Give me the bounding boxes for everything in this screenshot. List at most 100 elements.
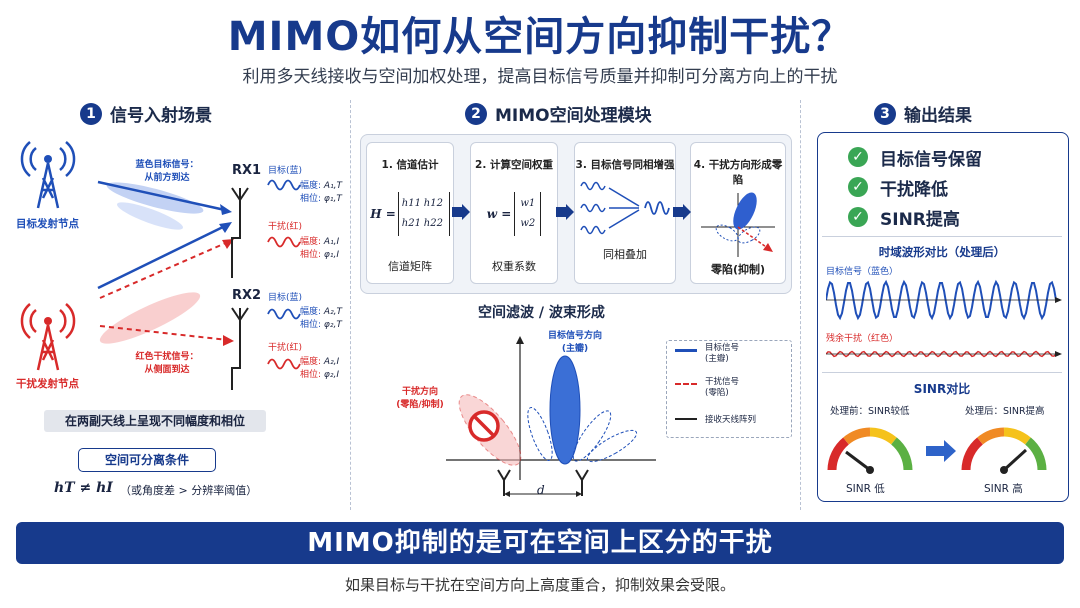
checklist: ✓目标信号保留 ✓ 干扰降低 ✓ SINR提高 xyxy=(848,142,982,232)
rx2-antenna-icon xyxy=(231,307,249,390)
check-label: SINR提高 xyxy=(880,209,960,230)
main-lobe xyxy=(549,355,581,465)
null-pattern-graphic xyxy=(701,192,775,257)
section-2-header: 2 MIMO空间处理模块 xyxy=(465,101,652,126)
main-lobe-line1: 目标信号方向 xyxy=(547,331,602,341)
step-footer: 信道矩阵 xyxy=(388,260,432,273)
phase-label: 相位: xyxy=(300,320,322,330)
beam-legend: 目标信号 (主瓣) 干扰信号 (零陷) 接收天线阵列 xyxy=(666,340,792,438)
legend-interf: 干扰信号 (零陷) xyxy=(705,377,739,399)
block-icon xyxy=(468,410,500,442)
check-label: 目标信号保留 xyxy=(880,149,982,170)
rx2-target-wave xyxy=(267,308,301,320)
rx1-interf-tag: 干扰(红) xyxy=(268,222,303,232)
step-footer: 同相叠加 xyxy=(603,248,647,261)
sinr-compare-title: SINR对比 xyxy=(913,382,971,396)
flow-arrow-icon xyxy=(452,204,470,220)
step-title: 2. 计算空间权重 xyxy=(475,159,553,171)
check-icon: ✓ xyxy=(848,177,868,197)
target-signal-caption: 蓝色目标信号： 从前方到达 xyxy=(112,157,222,183)
param-value: φ₂,I xyxy=(323,370,339,380)
matrix-cell: h21 xyxy=(401,218,421,229)
rx1-interf-params: 幅度: A₁,I 相位: φ₁,I xyxy=(300,236,339,262)
param-value: A₁,T xyxy=(323,181,343,191)
coherent-combine-graphic xyxy=(580,181,670,235)
sinr-low-label: SINR 低 xyxy=(846,483,885,495)
target-ray xyxy=(97,180,226,212)
side-lobe xyxy=(572,410,612,462)
rx1-target-params: 幅度: A₁,T 相位: φ₁,T xyxy=(300,180,342,206)
target-signal-line1: 蓝色目标信号： xyxy=(135,160,199,170)
spacing-label: d xyxy=(537,483,545,497)
matrix-cell: h22 xyxy=(423,218,443,229)
section-1-header: 1 信号入射场景 xyxy=(80,101,212,126)
param-value: φ₁,I xyxy=(323,250,339,260)
sinr-before-label: 处理前：SINR较低 xyxy=(830,406,910,417)
param-value: A₂,I xyxy=(323,357,340,367)
vector-cell: w1 xyxy=(520,198,536,209)
vector-cell: w2 xyxy=(520,218,536,229)
legend-target-label: 目标信号 xyxy=(705,343,740,353)
amp-label: 幅度: xyxy=(300,307,322,317)
null-line1: 干扰方向 xyxy=(401,387,438,397)
check-icon: ✓ xyxy=(848,207,868,227)
legend-interf-sub: (零陷) xyxy=(705,388,729,398)
rx2-interf-tag: 干扰(红) xyxy=(268,343,303,353)
divider xyxy=(822,372,1062,373)
check-label: 干扰降低 xyxy=(880,179,948,200)
target-tower-icon xyxy=(20,141,76,209)
arrow-head-icon xyxy=(219,222,232,233)
interf-signal-line1: 红色干扰信号： xyxy=(135,352,199,362)
section-number: 2 xyxy=(465,102,487,125)
step-footer: 权重系数 xyxy=(492,260,536,273)
step-compute-weights: 2. 计算空间权重 w = w1 w2 权重系数 xyxy=(470,142,558,284)
legend-swatch-array xyxy=(675,418,697,420)
condition-formula: hT ≠ hI xyxy=(54,480,113,496)
rx1-label: RX1 xyxy=(232,163,262,178)
legend-array-label: 接收天线阵列 xyxy=(705,415,757,425)
matrix-cell: h11 xyxy=(401,198,421,209)
interference-ray xyxy=(99,325,229,341)
legend-target-sub: (主瓣) xyxy=(705,354,729,364)
check-item: ✓ 干扰降低 xyxy=(848,172,982,202)
sinr-gauges xyxy=(827,427,1047,474)
gauge-before xyxy=(827,427,913,474)
check-item: ✓目标信号保留 xyxy=(848,142,982,172)
section-title: MIMO空间处理模块 xyxy=(495,106,652,126)
section-3-header: 3 输出结果 xyxy=(874,101,972,126)
weight-vector: w = w1 w2 xyxy=(471,192,557,236)
section-number: 3 xyxy=(874,102,896,125)
phase-label: 相位: xyxy=(300,370,322,380)
section-title: 信号入射场景 xyxy=(110,106,212,126)
rx1-antenna-icon xyxy=(231,187,249,278)
rx2-target-params: 幅度: A₂,T 相位: φ₂,T xyxy=(300,306,342,332)
divider xyxy=(822,236,1062,237)
legend-target: 目标信号 (主瓣) xyxy=(705,343,739,365)
target-ray xyxy=(97,224,226,290)
scene-diagram xyxy=(20,141,301,390)
legend-swatch-target xyxy=(675,349,697,352)
interf-signal-caption: 红色干扰信号： 从侧面到达 xyxy=(112,349,222,375)
interferer-node-label: 干扰发射节点 xyxy=(16,378,79,390)
rx1-interf-wave xyxy=(267,236,301,248)
arrow-head-icon xyxy=(220,204,232,215)
matrix-label: H = xyxy=(370,207,396,221)
wave-residual-label: 残余干扰（红色） xyxy=(826,334,899,344)
footnote: 如果目标与干扰在空间方向上高度重合，抑制效果会受限。 xyxy=(344,576,735,594)
rx2-interf-params: 幅度: A₂,I 相位: φ₂,I xyxy=(300,356,339,382)
null-line2: (零陷/抑制) xyxy=(396,400,444,410)
check-item: ✓ SINR提高 xyxy=(848,202,982,232)
legend-interf-label: 干扰信号 xyxy=(705,377,740,387)
interference-ray xyxy=(99,241,229,299)
section-number: 1 xyxy=(80,102,102,125)
step-title: 4. 干扰方向形成零陷 xyxy=(693,159,783,186)
step-title: 1. 信道估计 xyxy=(381,159,439,171)
target-waveform xyxy=(826,279,1057,321)
main-lobe-line2: (主瓣) xyxy=(561,344,589,354)
target-node-label: 目标发射节点 xyxy=(16,218,79,230)
wave-target-label: 目标信号（蓝色） xyxy=(826,267,899,277)
section-title: 输出结果 xyxy=(904,106,972,126)
param-value: A₁,I xyxy=(323,237,340,247)
